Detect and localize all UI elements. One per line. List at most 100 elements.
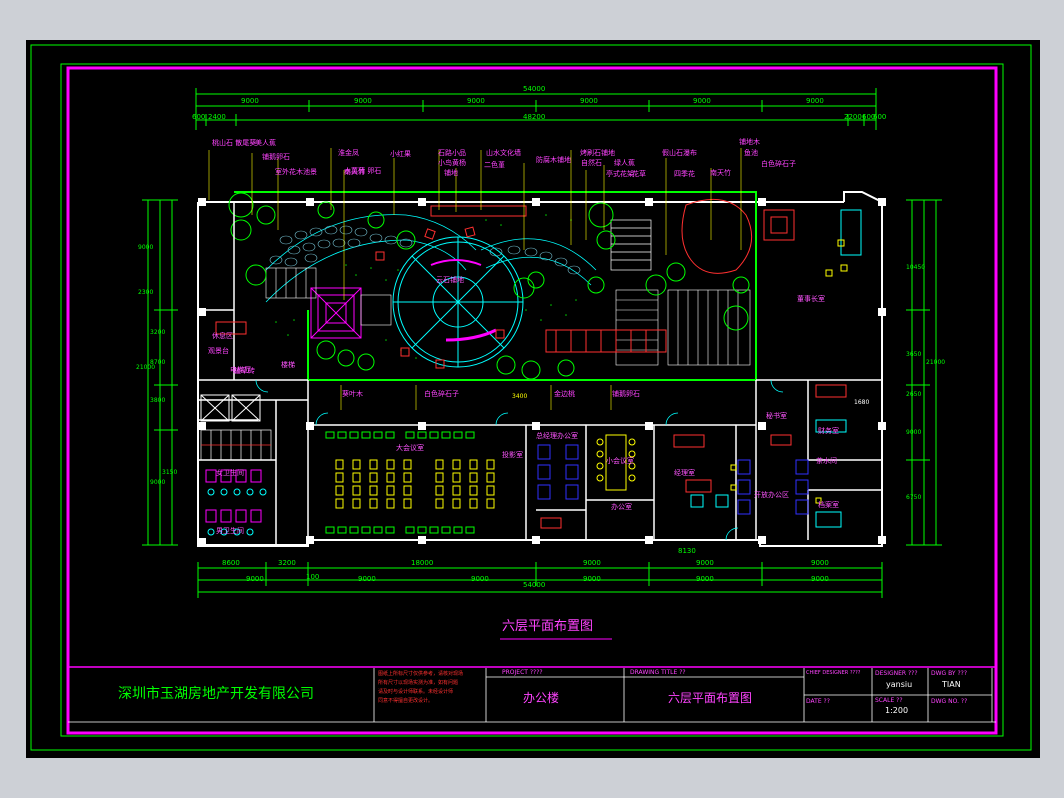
pond bbox=[681, 198, 753, 274]
company-name: 深圳市玉湖房地产开发有限公司 bbox=[118, 686, 314, 702]
dim-bottom-9000a: 9000 bbox=[583, 559, 601, 567]
room-stair: 楼梯 bbox=[281, 361, 295, 369]
room-office-gm: 总经理办公室 bbox=[536, 432, 578, 440]
note-bottom-sunflower: 葵叶木 bbox=[342, 390, 363, 398]
dimension-lines-bottom bbox=[197, 562, 883, 598]
note-culture-wall: 山水文化墙 bbox=[486, 149, 521, 157]
note-bottom-pebble: 铺鹅卵石 bbox=[612, 390, 640, 398]
outer-frame bbox=[30, 44, 1032, 751]
structural-columns bbox=[198, 198, 886, 546]
dim-top-bay-6: 9000 bbox=[806, 97, 824, 105]
doors bbox=[255, 379, 784, 541]
circular-plaza bbox=[392, 236, 524, 368]
dim-top-bay-3: 9000 bbox=[467, 97, 485, 105]
inner-frame-magenta bbox=[66, 66, 998, 735]
chief-designer-label: CHIEF DESIGNER ???? bbox=[806, 670, 861, 676]
dim-left-7: 9000 bbox=[150, 479, 166, 486]
dwg-by-value: TIAN bbox=[942, 680, 961, 689]
room-toilet-female: 女卫生间 bbox=[216, 469, 244, 477]
dim-right-5: 9000 bbox=[906, 429, 922, 436]
note-nandina: 南天竹 bbox=[710, 169, 731, 177]
scale-label: SCALE ?? bbox=[875, 697, 903, 704]
note-line-2: 所有尺寸以现场实测为准，如有问题 bbox=[378, 680, 459, 686]
dim-top-right-2200: 2200 bbox=[844, 113, 862, 121]
dim-top-middle: 48200 bbox=[523, 113, 546, 121]
stair-in-garden bbox=[610, 219, 652, 271]
dim-left-1: 9000 bbox=[138, 244, 154, 251]
small-meeting-table bbox=[596, 434, 636, 491]
plant-symbols bbox=[228, 192, 750, 380]
note-bottom-golden-peach: 金边桃 bbox=[554, 390, 575, 398]
dim-left-6: 3800 bbox=[150, 397, 166, 404]
meeting-room-front-seats bbox=[325, 431, 475, 534]
dim-bottom-100: 100 bbox=[306, 573, 320, 581]
toilet-fixtures-cyan bbox=[207, 488, 267, 536]
dim-bottom-extra: 8130 bbox=[678, 547, 696, 555]
drawing-title-value: 六层平面布置图 bbox=[668, 691, 753, 705]
room-projection: 投影室 bbox=[502, 451, 523, 459]
note-outdoor-planter: 室外花木池景 bbox=[275, 168, 317, 176]
note-canna-1: 美人蕉 bbox=[255, 139, 276, 147]
interior-walls bbox=[198, 202, 882, 545]
note-line-3: 请及时与设计师联系。未经设计师 bbox=[378, 689, 454, 695]
dim-bottom-18000: 18000 bbox=[411, 559, 434, 567]
office-furniture-red bbox=[215, 209, 847, 529]
note-stone-path: 石路小品 bbox=[438, 149, 466, 157]
room-open-office: 开放办公区 bbox=[754, 491, 789, 499]
dim-right-3: 21000 bbox=[926, 359, 946, 366]
garden-paving bbox=[265, 214, 597, 303]
dim-top-right-600a: 600 bbox=[862, 113, 876, 121]
project-label: PROJECT ???? bbox=[502, 669, 543, 676]
note-four-season: 四季花 bbox=[674, 170, 695, 178]
note-paving: 铺地 bbox=[444, 169, 458, 177]
drawing-sheet: 54000 9000 9000 9000 9000 9000 9000 600 … bbox=[26, 40, 1040, 758]
dim-bottom-bay-1: 9000 bbox=[246, 575, 264, 583]
dim-bottom-9000b: 9000 bbox=[696, 559, 714, 567]
note-marble: 云石铺地 bbox=[436, 276, 464, 284]
dim-left-3: 3200 bbox=[150, 329, 166, 336]
dim-top-left-2400: 2400 bbox=[208, 113, 226, 121]
room-archive: 档案室 bbox=[818, 501, 839, 509]
red-stepping-stones bbox=[375, 226, 505, 369]
note-line-1: 图纸上所标尺寸仅供参考，请核对现场 bbox=[378, 671, 464, 677]
dim-bottom-bay-3: 9000 bbox=[471, 575, 489, 583]
note-grass-brick: 植草砖 bbox=[234, 367, 255, 375]
room-meeting-small: 小会议室 bbox=[606, 457, 634, 465]
dim-left-8: 3150 bbox=[162, 469, 178, 476]
dimension-lines-top bbox=[195, 88, 877, 130]
note-wood-paving: 铺地木 bbox=[739, 138, 760, 146]
note-pebble: 铺鹅卵石 bbox=[262, 153, 290, 161]
date-label: DATE ?? bbox=[806, 698, 830, 705]
dim-bottom-8600: 8600 bbox=[222, 559, 240, 567]
building-walls bbox=[197, 191, 883, 547]
meeting-room-seats bbox=[335, 459, 495, 509]
dim-bottom-total: 54000 bbox=[523, 581, 546, 589]
note-red-fruit: 小红果 bbox=[390, 150, 411, 158]
designer-value: yansiu bbox=[886, 680, 913, 689]
room-tea: 茶水间 bbox=[816, 457, 837, 465]
dim-right-1: 10450 bbox=[906, 264, 926, 271]
note-bottom-white-gravel: 白色碎石子 bbox=[424, 390, 459, 398]
timber-deck bbox=[265, 267, 751, 366]
room-elevator-hall: 电梯厅 bbox=[230, 366, 251, 374]
garden-fence bbox=[430, 205, 667, 353]
dimension-lines-side bbox=[142, 199, 942, 546]
project-value: 办公楼 bbox=[523, 691, 560, 705]
dim-top-bay-2: 9000 bbox=[354, 97, 372, 105]
note-white-gravel: 白色碎石子 bbox=[761, 160, 796, 168]
note-flowers: 花草 bbox=[632, 170, 646, 178]
dim-left-2: 2300 bbox=[138, 289, 154, 296]
dim-top-bay-4: 9000 bbox=[580, 97, 598, 105]
dim-bottom-9000c: 9000 bbox=[811, 559, 829, 567]
dim-bottom-bay-4: 9000 bbox=[583, 575, 601, 583]
note-nandina-left: 南天竹 bbox=[344, 168, 365, 176]
title-block-grid bbox=[68, 668, 996, 723]
room-chairman: 董事长室 bbox=[797, 295, 825, 303]
office-desks-blue bbox=[537, 444, 809, 515]
drawing-title-label: DRAWING TITLE ?? bbox=[630, 669, 686, 676]
grass-dots bbox=[275, 214, 577, 359]
note-balsam: 淮金凤 bbox=[338, 149, 359, 157]
room-meeting-large: 大会议室 bbox=[396, 444, 424, 452]
note-pavilion: 亭式花架 bbox=[606, 170, 634, 178]
note-pansy: 二色堇 bbox=[484, 161, 505, 169]
